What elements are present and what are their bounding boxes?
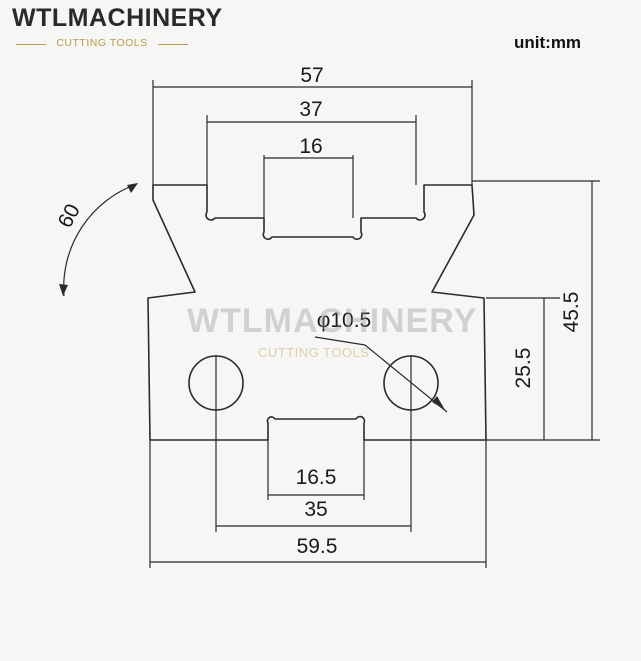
dim-hole-diameter: φ10.5	[317, 309, 372, 332]
watermark-tagline: CUTTING TOOLS	[258, 345, 370, 360]
watermark-logo: WTLMACHINERY	[187, 302, 478, 340]
part-outline	[147, 184, 487, 441]
dim-overall-top-width: 57	[300, 64, 323, 87]
dim-slot-outer-width: 37	[299, 98, 322, 121]
dim-angle: 60	[54, 200, 85, 231]
dim-hole-spacing: 35	[304, 498, 327, 521]
dim-slot-inner-width: 16	[299, 135, 322, 158]
unit-label: unit:mm	[514, 33, 582, 52]
dim-overall-height: 45.5	[560, 292, 583, 333]
brand-logo: WTLMACHINERY	[12, 4, 223, 32]
dim-bottom-slot-width: 16.5	[296, 466, 337, 489]
dim-lower-height: 25.5	[512, 348, 535, 389]
brand-tagline: CUTTING TOOLS	[16, 37, 188, 49]
dim-overall-bottom-width: 59.5	[297, 535, 338, 558]
